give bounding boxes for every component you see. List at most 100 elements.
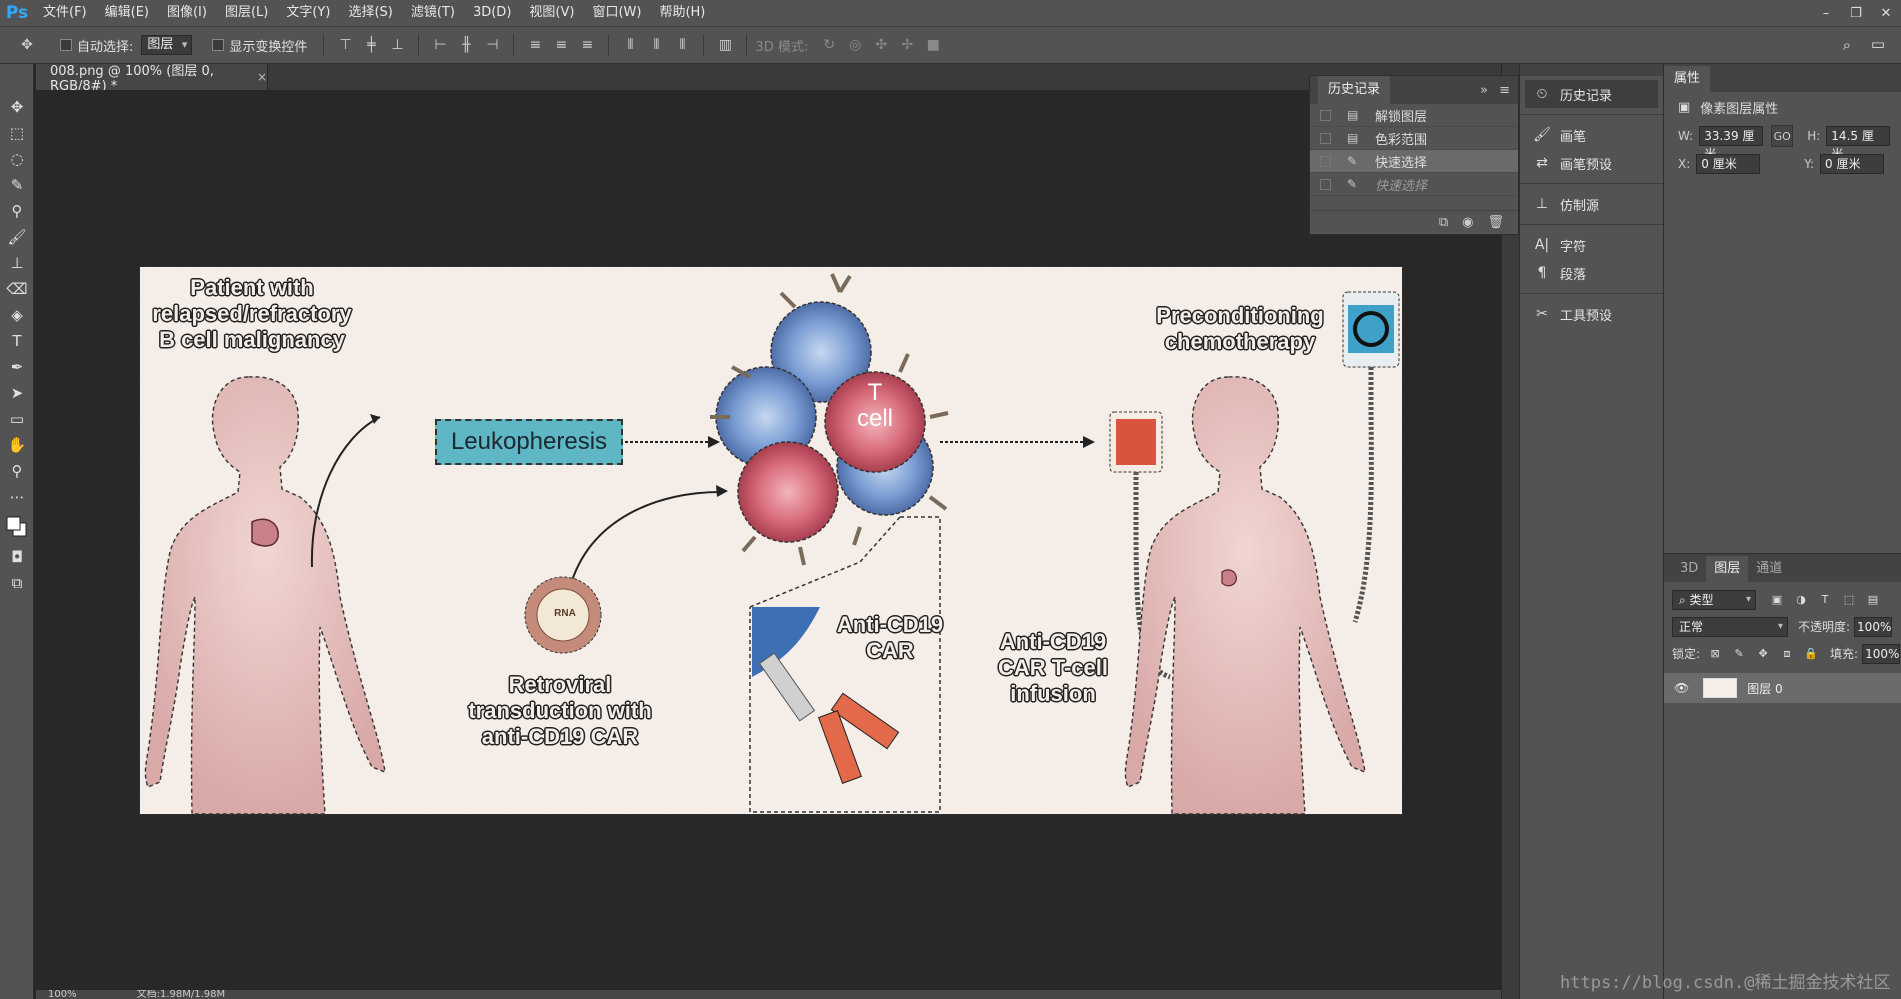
history-item-selected[interactable]: ✎快速选择 [1310, 150, 1518, 173]
tab-layers[interactable]: 图层 [1706, 556, 1749, 582]
blend-mode-dropdown[interactable]: 正常 [1672, 616, 1788, 637]
distribute-hcenter-icon[interactable]: ⦀ [653, 37, 660, 53]
distribute-top-icon[interactable]: ≡ [529, 37, 542, 53]
distribute-bottom-icon[interactable]: ≡ [581, 37, 594, 53]
filter-pixel-icon[interactable]: ▣ [1771, 593, 1783, 606]
auto-align-icon[interactable]: ▥ [718, 37, 733, 53]
show-transform-checkbox[interactable] [212, 39, 225, 51]
quick-mask-icon[interactable]: ◘ [11, 548, 23, 566]
history-item[interactable]: ▤解锁图层 [1310, 104, 1518, 127]
lasso-tool-icon[interactable]: ◌ [10, 150, 24, 168]
dock-tool-presets[interactable]: ✂工具预设 [1520, 300, 1663, 328]
dock-clone-source[interactable]: ⊥仿制源 [1520, 190, 1663, 218]
layer-row[interactable]: 👁 图层 0 [1664, 673, 1901, 703]
dock-brush[interactable]: 🖌画笔 [1520, 121, 1663, 149]
distribute-vcenter-icon[interactable]: ≡ [555, 37, 568, 53]
close-window-button[interactable]: ✕ [1880, 5, 1892, 21]
zoom-tool-icon[interactable]: ⚲ [11, 462, 23, 480]
filter-adjustment-icon[interactable]: ◑ [1796, 593, 1806, 606]
link-dimensions-icon[interactable]: GO [1771, 125, 1794, 147]
quick-select-tool-icon[interactable]: ✎ [10, 176, 24, 194]
align-bottom-icon[interactable]: ⊥ [391, 37, 404, 53]
dock-history[interactable]: ⏲历史记录 [1525, 80, 1658, 108]
lock-artboard-icon[interactable]: ⧈ [1783, 646, 1791, 660]
opacity-field[interactable]: 100% [1854, 616, 1893, 637]
width-field[interactable]: 33.39 厘米 [1699, 126, 1764, 161]
new-document-from-state-icon[interactable]: ⧉ [1438, 215, 1449, 230]
eraser-tool-icon[interactable]: ⌫ [6, 280, 28, 298]
history-item-ghost[interactable]: ✎快速选择 [1310, 173, 1518, 196]
document-canvas-image[interactable]: Patient with relapsed/refractory B cell … [139, 266, 1403, 815]
menu-view[interactable]: 视图(V) [529, 5, 575, 20]
dock-paragraph[interactable]: ¶段落 [1520, 259, 1663, 287]
distribute-left-icon[interactable]: ⦀ [627, 37, 634, 53]
menu-select[interactable]: 选择(S) [348, 5, 393, 20]
search-icon[interactable]: ⌕ [1842, 36, 1851, 54]
menu-type[interactable]: 文字(Y) [286, 5, 331, 20]
fill-field[interactable]: 100% [1862, 643, 1901, 664]
marquee-tool-icon[interactable]: ⬚ [9, 124, 25, 142]
history-tab[interactable]: 历史记录 [1318, 76, 1391, 104]
brush-tool-icon[interactable]: 🖌 [7, 228, 27, 246]
x-field[interactable]: 0 厘米 [1696, 154, 1761, 174]
properties-tab[interactable]: 属性 [1664, 66, 1711, 92]
type-tool-icon[interactable]: T [12, 332, 22, 350]
lock-transparent-icon[interactable]: ⊠ [1710, 647, 1720, 660]
pen-tool-icon[interactable]: ✒ [10, 358, 24, 376]
tab-channels[interactable]: 通道 [1756, 561, 1783, 576]
menu-filter[interactable]: 滤镜(T) [410, 5, 455, 20]
document-tab[interactable]: 008.png @ 100% (图层 0, RGB/8#) * × [36, 64, 268, 94]
minimize-button[interactable]: – [1822, 5, 1830, 21]
layer-name[interactable]: 图层 0 [1747, 681, 1783, 696]
orbit-3d-icon[interactable]: ↻ [823, 37, 836, 53]
history-checkbox[interactable] [1320, 109, 1331, 121]
more-tools-icon[interactable]: ⋯ [9, 488, 25, 506]
rectangle-tool-icon[interactable]: ▭ [9, 410, 25, 428]
hand-tool-icon[interactable]: ✋ [7, 436, 27, 454]
menu-file[interactable]: 文件(F) [43, 5, 87, 20]
y-field[interactable]: 0 厘米 [1820, 154, 1885, 174]
filter-kind-dropdown[interactable]: ⌕ 类型 [1672, 589, 1756, 610]
filter-shape-icon[interactable]: ⬚ [1843, 593, 1855, 606]
menu-window[interactable]: 窗口(W) [592, 5, 642, 20]
slide-3d-icon[interactable]: ✢ [901, 37, 914, 53]
lock-image-icon[interactable]: ✎ [1734, 647, 1744, 660]
trash-icon[interactable]: 🗑 [1487, 215, 1504, 230]
auto-select-dropdown[interactable]: 图层 [141, 35, 193, 55]
distribute-right-icon[interactable]: ⦀ [679, 37, 686, 53]
align-top-icon[interactable]: ⊤ [339, 37, 352, 53]
roll-3d-icon[interactable]: ◎ [849, 37, 862, 53]
height-field[interactable]: 14.5 厘米 [1826, 126, 1891, 161]
move-tool-icon[interactable]: ✥ [10, 98, 24, 116]
menu-layer[interactable]: 图层(L) [224, 5, 269, 20]
menu-3d[interactable]: 3D(D) [472, 5, 512, 20]
restore-button[interactable]: ❐ [1850, 5, 1862, 21]
auto-select-checkbox[interactable] [60, 39, 72, 51]
stamp-tool-icon[interactable]: ⊥ [10, 254, 24, 272]
lock-all-icon[interactable]: 🔒 [1804, 647, 1818, 660]
move-tool-preset-icon[interactable]: ✥ [21, 37, 33, 53]
lock-position-icon[interactable]: ✥ [1758, 647, 1768, 660]
snapshot-camera-icon[interactable]: ◉ [1462, 215, 1474, 230]
paint-bucket-tool-icon[interactable]: ◈ [11, 306, 23, 324]
close-tab-icon[interactable]: × [256, 70, 267, 84]
scale-3d-icon[interactable]: ■ [926, 37, 940, 53]
menu-image[interactable]: 图像(I) [166, 5, 207, 20]
eyedropper-tool-icon[interactable]: ⚲ [11, 202, 23, 220]
collapse-panel-icon[interactable]: » [1480, 82, 1488, 98]
filter-smart-icon[interactable]: ▤ [1867, 593, 1879, 606]
menu-help[interactable]: 帮助(H) [659, 5, 706, 20]
drag-3d-icon[interactable]: ✣ [875, 37, 888, 53]
panel-menu-icon[interactable]: ≡ [1499, 82, 1510, 98]
screen-mode-icon[interactable]: ⧉ [11, 574, 23, 592]
align-hcenter-icon[interactable]: ╫ [462, 37, 471, 53]
workspace-icon[interactable]: ▭ [1870, 35, 1885, 53]
align-vcenter-icon[interactable]: ╪ [367, 37, 376, 53]
history-item[interactable]: ▤色彩范围 [1310, 127, 1518, 150]
path-select-tool-icon[interactable]: ➤ [10, 384, 24, 402]
align-right-icon[interactable]: ⊣ [486, 37, 499, 53]
history-checkbox[interactable] [1320, 155, 1331, 167]
dock-character[interactable]: A|字符 [1520, 231, 1663, 259]
tab-3d[interactable]: 3D [1680, 561, 1699, 576]
history-checkbox[interactable] [1320, 132, 1331, 144]
